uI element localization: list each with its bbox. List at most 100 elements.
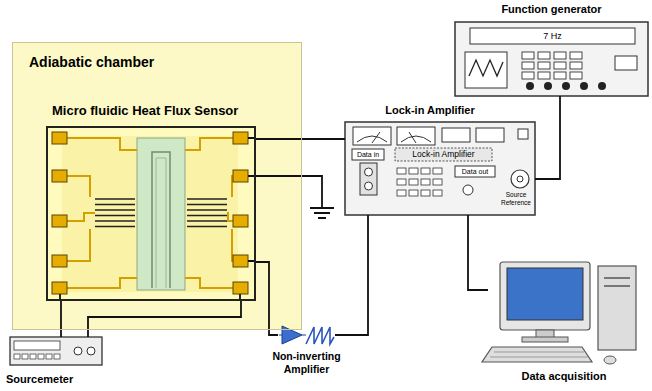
sourcemeter-body — [10, 337, 102, 365]
sensor-chip — [62, 136, 238, 292]
sensor-chip — [152, 152, 170, 288]
button-grid — [409, 168, 418, 174]
text-holder: Source Reference — [499, 191, 533, 206]
signal-wire — [88, 301, 241, 337]
bond-pad — [52, 170, 67, 182]
thermopile — [187, 209, 227, 210]
lock-in-amplifier-body — [365, 182, 373, 190]
bond-pad — [233, 170, 248, 182]
function-generator-body — [544, 82, 552, 90]
text-holder: Non-inverting Amplifier — [256, 350, 357, 375]
bond-pad — [233, 255, 248, 267]
thermopile — [95, 199, 227, 227]
button-grid — [538, 52, 550, 59]
lock-in-amplifier-body — [511, 170, 529, 188]
bond-pad — [52, 132, 67, 144]
lock-in-amplifier-body — [357, 132, 387, 143]
thermopile — [95, 226, 135, 227]
amplifier-icon — [306, 327, 334, 344]
sourcemeter: Sourcemeter — [10, 337, 102, 365]
function-generator-body — [615, 56, 637, 70]
button-grid — [554, 72, 566, 79]
text-holder: Adiabatic chamber — [29, 54, 154, 70]
function-generator-body — [465, 52, 507, 88]
signal-wire — [335, 215, 368, 335]
signal-wire — [256, 138, 345, 140]
sensor-chip — [185, 138, 233, 150]
button-grid — [554, 62, 566, 69]
computer-icon — [604, 356, 616, 364]
sensor-chip — [67, 138, 137, 150]
signal-wire — [256, 262, 278, 335]
button-grid — [570, 72, 582, 79]
ground-wire — [248, 176, 322, 208]
lock-in-amplifier-body — [395, 148, 492, 161]
lock-in-amplifier-body — [401, 132, 431, 143]
button-grid — [421, 179, 430, 185]
function-generator-body — [469, 60, 503, 76]
panel-label: Lock-in Amplifier — [412, 149, 474, 159]
text-holder: Data in — [352, 149, 384, 160]
ground-wire — [248, 176, 334, 218]
text-holder: 7 Hz — [470, 28, 635, 44]
lock-in-amplifier-body — [352, 149, 384, 160]
thermopile — [187, 198, 227, 199]
signal-wire — [468, 215, 488, 290]
computer-icon — [482, 347, 592, 362]
amplifier-icon — [282, 326, 302, 344]
button-grid — [538, 72, 550, 79]
button-grid — [522, 62, 534, 69]
text-holder: Micro fluidic Heat Flux Sensor — [52, 104, 238, 119]
sensor-chip — [67, 278, 137, 288]
sensor-chip — [45, 125, 255, 300]
button-row — [22, 354, 28, 359]
data-acquisition-computer: Data acquisition — [488, 258, 640, 368]
computer-icon — [482, 262, 636, 364]
function-generator: Function generator7 Hz — [455, 22, 648, 96]
thermopile — [187, 204, 227, 205]
sourcemeter-body — [87, 347, 95, 355]
device-label: Data acquisition — [522, 370, 607, 382]
lock-in-amplifier-body — [476, 128, 504, 142]
button-grid — [433, 168, 442, 174]
text-holder: Lock-in Amplifier — [395, 148, 492, 161]
bond-pad — [52, 255, 67, 267]
function-generator-body — [470, 28, 635, 44]
computer-icon — [522, 337, 568, 342]
thermopile — [95, 220, 135, 221]
thermopile — [187, 215, 227, 216]
thermopile — [95, 215, 135, 216]
sensor-chip — [67, 229, 90, 261]
function-generator-body — [598, 82, 606, 90]
amplifier: Non-inverting Amplifier — [278, 324, 335, 346]
lock-in-amplifier-body — [397, 127, 435, 145]
device-label: Function generator — [501, 3, 601, 15]
lock-in-amplifier-body — [518, 129, 528, 139]
amplifier-icon — [279, 334, 306, 335]
chamber-ground — [12, 42, 302, 330]
computer-icon — [490, 352, 588, 357]
sensor-chip — [137, 138, 185, 290]
signal-wire — [535, 96, 560, 179]
device-label: Sourcemeter — [6, 373, 73, 385]
sourcemeter-body — [14, 341, 60, 350]
button-grid — [522, 72, 534, 79]
function-generator-body — [562, 82, 570, 90]
panel-label: Source Reference — [501, 191, 531, 206]
sensor-chip — [156, 158, 166, 288]
text-holder: Lock-in Amplifier — [355, 104, 505, 117]
button-grid — [433, 190, 442, 196]
button-grid — [409, 179, 418, 185]
text-holder: Data acquisition — [488, 370, 640, 383]
chamber-ground — [12, 42, 302, 330]
sensor-chip — [67, 213, 95, 221]
device-label: Lock-in Amplifier — [385, 104, 474, 116]
sourcemeter-body — [10, 337, 102, 365]
sourcemeter-body — [74, 347, 82, 355]
sensor-chip — [185, 278, 233, 288]
button-grid — [522, 52, 582, 79]
button-grid — [538, 62, 550, 69]
lock-in-amplifier-body — [345, 122, 535, 215]
bond-pad — [52, 282, 67, 294]
